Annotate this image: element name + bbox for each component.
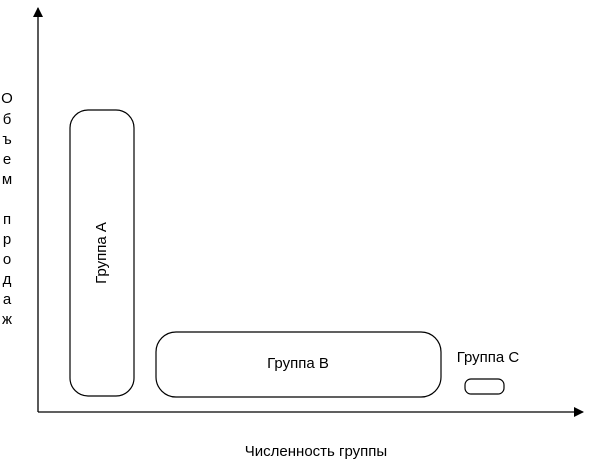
group-b-box bbox=[155, 331, 442, 398]
group-a-box bbox=[69, 109, 135, 397]
y-label-letter: п bbox=[3, 211, 11, 228]
group-a-label: Группа А bbox=[93, 222, 110, 284]
y-label-letter: д bbox=[3, 271, 12, 288]
y-label-letter: е bbox=[3, 151, 11, 168]
y-label-letter: а bbox=[3, 291, 12, 308]
x-axis-label: Численность группы bbox=[245, 443, 387, 460]
y-label-letter: ъ bbox=[2, 131, 11, 148]
y-label-letter: ж bbox=[2, 311, 12, 328]
y-label-letter: р bbox=[3, 231, 11, 248]
group-c-label: Группа С bbox=[457, 349, 520, 366]
y-label-letter: О bbox=[1, 90, 13, 107]
y-label-letter: м bbox=[2, 171, 12, 188]
y-axis-label: О б ъ е м п р о д а ж bbox=[1, 90, 13, 328]
group-b-label: Группа В bbox=[267, 355, 329, 372]
group-c-box bbox=[464, 378, 505, 395]
y-label-letter: б bbox=[3, 111, 12, 128]
y-label-letter: о bbox=[3, 251, 11, 268]
